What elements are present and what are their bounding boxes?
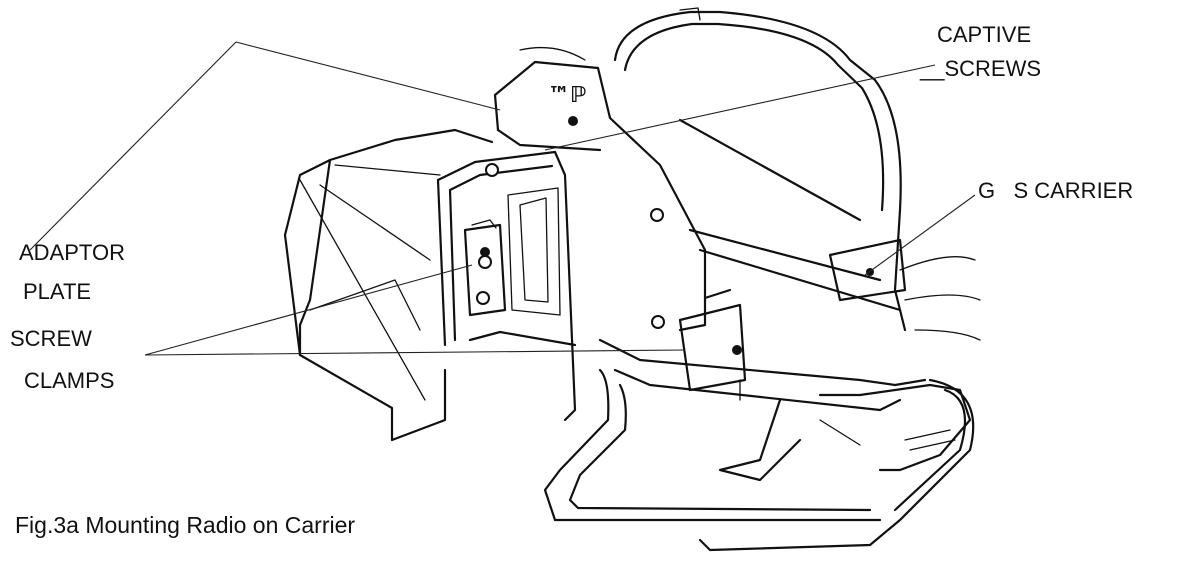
- captive-screws-label-line2: __SCREWS: [920, 56, 1042, 81]
- screw-clamp-right: [678, 288, 747, 401]
- adaptor-plate-label-line2: PLATE: [23, 279, 92, 304]
- captive-screws-label-line1: CAPTIVE: [937, 22, 1032, 47]
- svg-text:™ℙ: ™ℙ: [548, 83, 587, 108]
- adaptor-plate: ™ℙ: [493, 46, 707, 332]
- leader-lines: [29, 41, 976, 356]
- screw-clamps-label-line2: CLAMPS: [24, 368, 115, 393]
- strap: [718, 383, 972, 482]
- carrier-base: [543, 368, 975, 552]
- gs-carrier-label: G S CARRIER: [978, 178, 1134, 203]
- carrier-frame: [598, 7, 981, 412]
- figure-caption: Fig.3a Mounting Radio on Carrier: [15, 512, 356, 538]
- radio-unit: [283, 128, 494, 442]
- mounting-frame: [436, 150, 665, 422]
- screw-clamp-left: [463, 219, 507, 317]
- adaptor-plate-label-line1: ADAPTOR: [19, 240, 125, 265]
- screw-clamps-label-line1: SCREW: [10, 326, 92, 351]
